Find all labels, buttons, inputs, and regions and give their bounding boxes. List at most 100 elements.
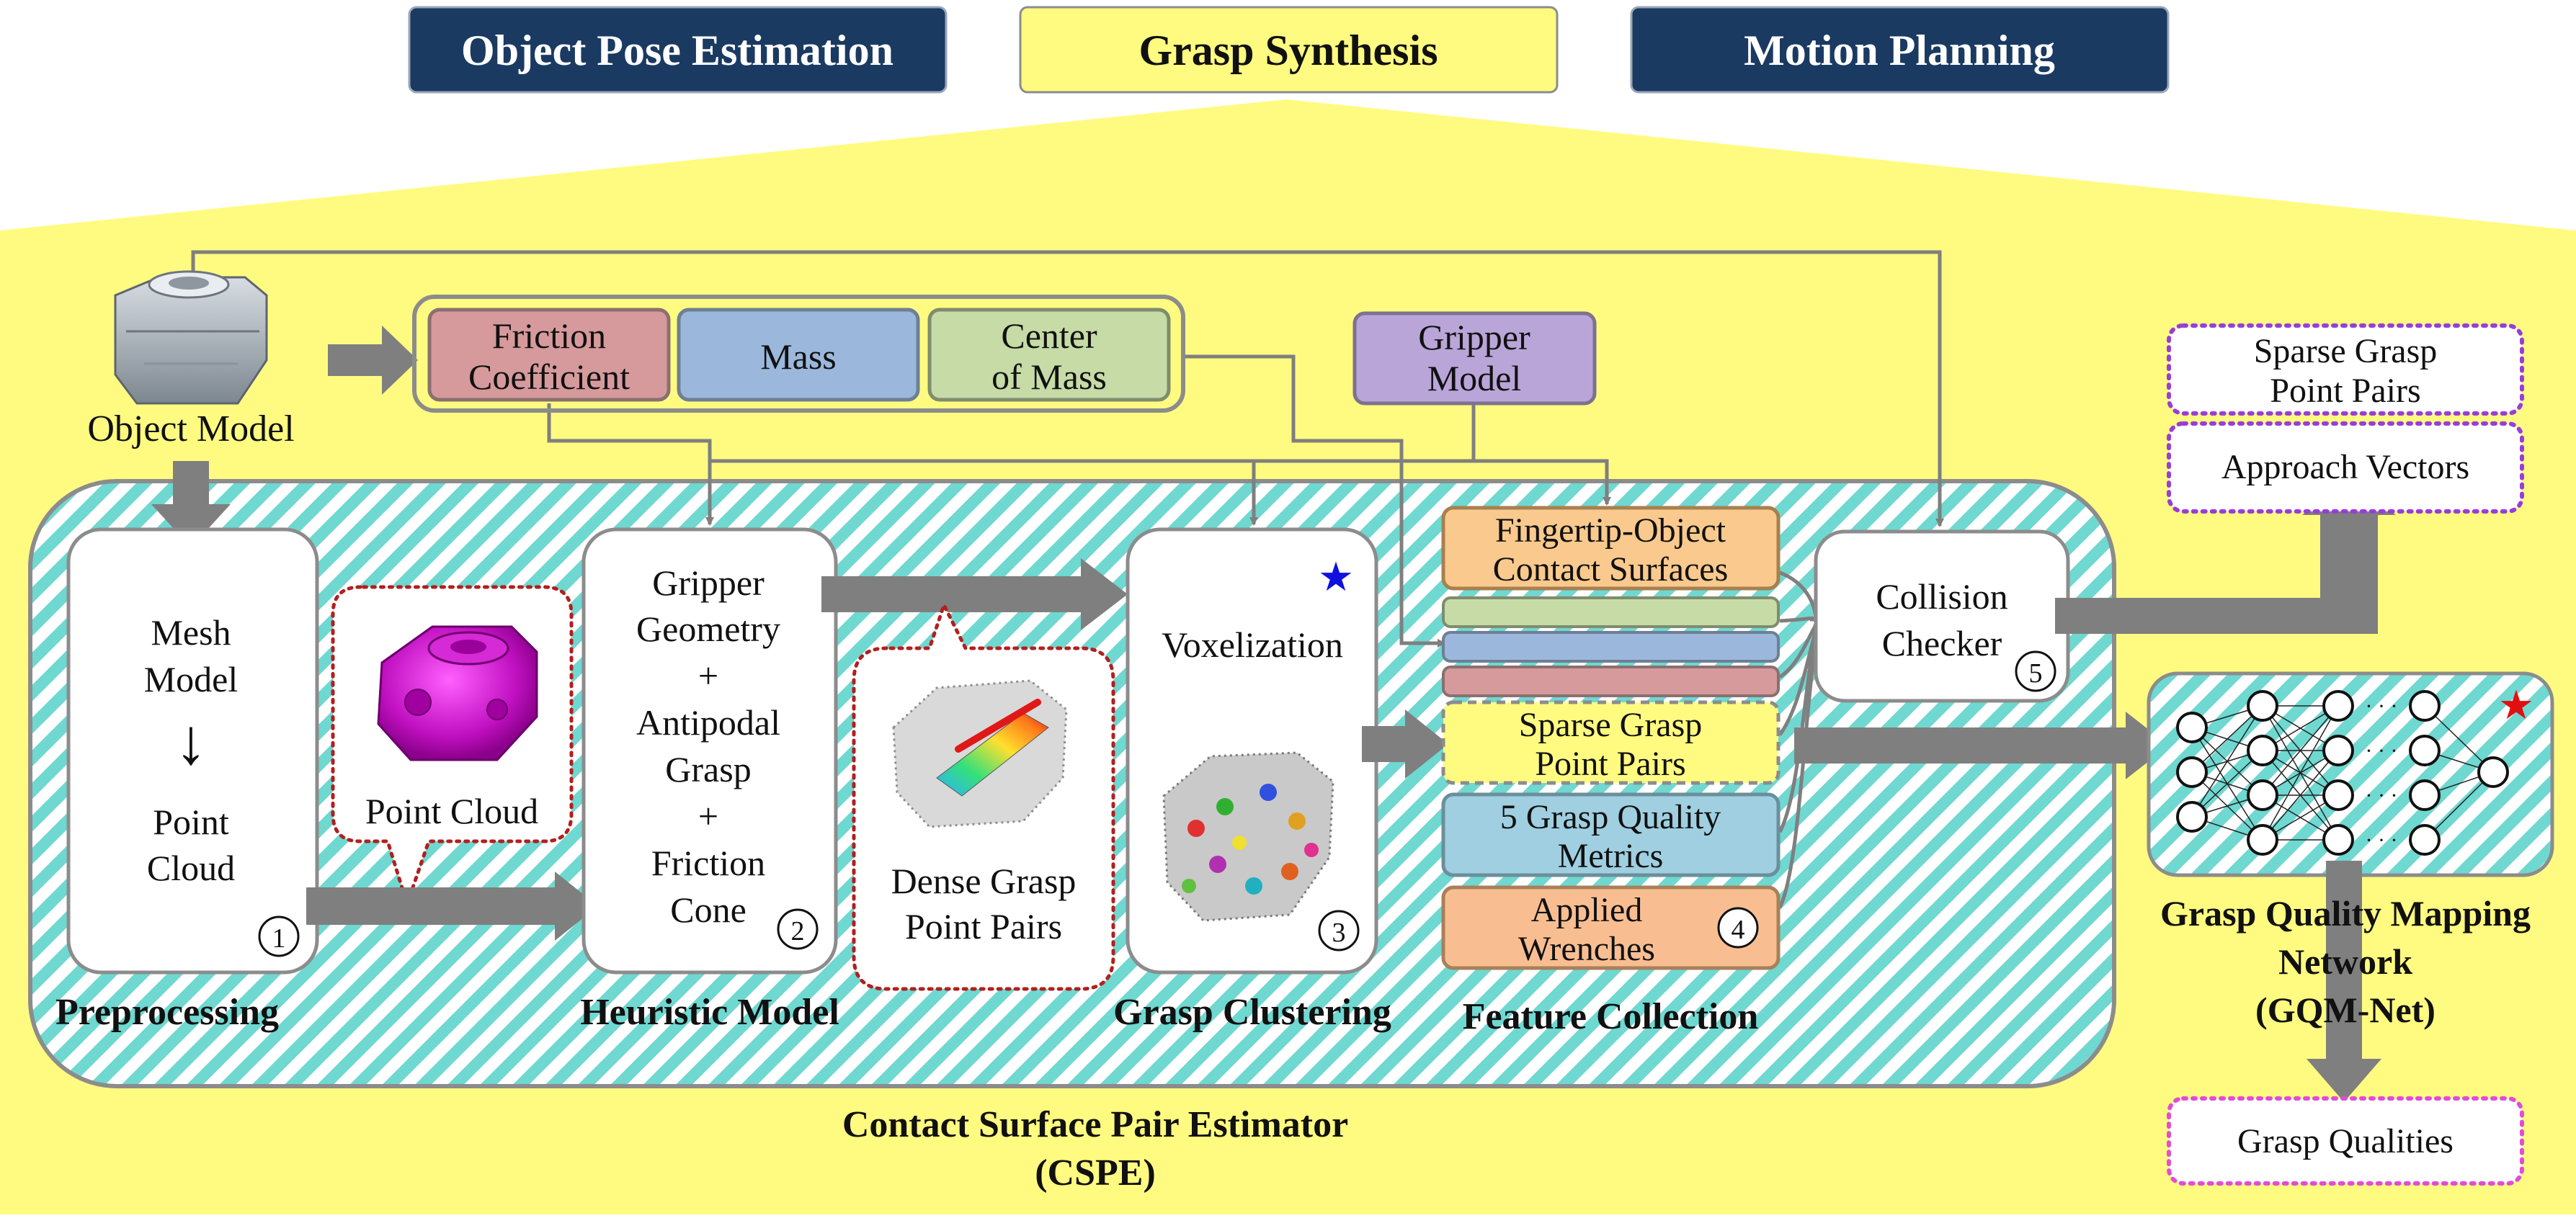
metrics-line-2: Metrics <box>1558 837 1664 875</box>
heur-line-6: Cone <box>670 890 746 930</box>
object-model-icon <box>114 270 268 405</box>
gqm-label-1: Grasp Quality Mapping <box>2160 893 2531 933</box>
voxelized-object-image <box>1162 751 1334 922</box>
stage-label-heuristic: Heuristic Model <box>580 992 839 1033</box>
friction-label-1: Friction <box>492 315 606 356</box>
feature-row-friction <box>1442 666 1780 697</box>
heuristic-model-box: Gripper Geometry + Antipodal Grasp + Fri… <box>581 527 838 975</box>
com-label-1: Center <box>1001 315 1097 356</box>
dense-line-2: Point Pairs <box>905 906 1062 946</box>
gqm-label-2: Network <box>2278 941 2412 982</box>
center-of-mass-box: Center of Mass <box>927 308 1171 402</box>
dense-line-1: Dense Grasp <box>891 861 1077 901</box>
sparse-line-2: Point Pairs <box>1535 745 1685 783</box>
gqm-star-icon: ★ <box>2498 684 2534 728</box>
ellipsis-row-3: · · · <box>2366 784 2398 807</box>
arrow-clustering-to-features <box>1362 709 1448 779</box>
point-cloud-label: Point Cloud <box>365 791 538 831</box>
network-edges <box>2191 705 2494 841</box>
mass-label: Mass <box>760 336 837 377</box>
arrow-heuristic-to-clustering <box>821 558 1128 630</box>
gripper-model-box: Gripper Model <box>1352 311 1597 406</box>
feature-row-com <box>1442 596 1780 628</box>
network-nodes <box>2176 690 2509 856</box>
tab-grasp-synthesis[interactable]: Grasp Synthesis <box>1019 6 1559 94</box>
down-arrow-icon: ↓ <box>175 707 208 778</box>
step-number-1: 1 <box>272 923 286 954</box>
heur-line-5: Friction <box>651 843 765 883</box>
arrow-gqm-to-qualities <box>2307 861 2381 1102</box>
tab-label-grasp: Grasp Synthesis <box>1138 27 1438 74</box>
heur-line-3: Antipodal <box>636 702 780 743</box>
voxelization-label: Voxelization <box>1162 624 1343 665</box>
output-sparse-line-2: Point Pairs <box>2270 372 2420 410</box>
arrow-object-to-properties <box>328 326 418 395</box>
output-sparse-pairs-box: Sparse Grasp Point Pairs <box>2167 323 2524 416</box>
output-approach-vectors-box: Approach Vectors <box>2167 421 2524 514</box>
arrow-pre-to-heuristic <box>306 872 598 941</box>
output-sparse-line-1: Sparse Grasp <box>2254 332 2438 370</box>
clustering-star-icon: ★ <box>1318 555 1354 600</box>
point-cloud-callout: Point Cloud <box>331 585 574 910</box>
object-model-label: Object Model <box>87 408 294 449</box>
cspe-label-2: (CSPE) <box>1035 1152 1156 1194</box>
collision-line-1: Collision <box>1876 576 2007 617</box>
collision-line-2: Checker <box>1882 623 2002 663</box>
gripper-label-1: Gripper <box>1418 317 1530 357</box>
properties-group <box>412 295 1185 413</box>
clustering-box: ★ Voxelization 3 <box>1126 527 1378 975</box>
sparse-line-1: Sparse Grasp <box>1519 706 1703 744</box>
step-badge-2 <box>777 908 819 950</box>
heur-line-1: Gripper <box>652 563 765 603</box>
mass-box: Mass <box>677 308 920 402</box>
pre-line-2: Model <box>144 659 239 699</box>
tab-label-pose: Object Pose Estimation <box>461 27 893 74</box>
step-number-4: 4 <box>1732 915 1745 945</box>
tab-label-motion: Motion Planning <box>1744 27 2055 74</box>
stage-label-features: Feature Collection <box>1463 996 1759 1037</box>
step-badge-5 <box>2015 650 2056 692</box>
step-badge-1 <box>258 915 300 957</box>
contact-line-2: Contact Surfaces <box>1493 550 1729 588</box>
heur-line-2: Geometry <box>636 609 780 649</box>
gqm-label-3: (GQM-Net) <box>2255 990 2435 1030</box>
preprocessing-box: Mesh Model ↓ Point Cloud 1 <box>66 527 319 975</box>
tab-motion-planning[interactable]: Motion Planning <box>1630 6 2170 94</box>
friction-coefficient-box: Friction Coefficient <box>427 308 671 402</box>
grasp-quality-metrics-box: 5 Grasp Quality Metrics <box>1441 792 1781 877</box>
arrow-features-to-gqm <box>1794 712 2169 779</box>
sparse-grasp-pairs-box: Sparse Grasp Point Pairs <box>1441 700 1781 785</box>
stage-label-clustering: Grasp Clustering <box>1113 992 1391 1033</box>
ellipsis-row-4: · · · <box>2366 828 2398 852</box>
feature-collection: Fingertip-Object Contact Surfaces Sparse… <box>1441 506 1781 970</box>
heur-plus-1: + <box>698 655 718 696</box>
magenta-point-cloud-image <box>377 625 538 761</box>
output-approach-label: Approach Vectors <box>2221 448 2469 486</box>
heur-line-4: Grasp <box>665 749 751 789</box>
pre-line-3: Point <box>153 802 229 842</box>
ellipsis-row-1: · · · <box>2366 694 2398 718</box>
stage-label-preprocessing: Preprocessing <box>55 992 279 1033</box>
gqm-net-box: · · · · · · · · · · · · ★ <box>2147 671 2554 877</box>
gripper-label-2: Model <box>1427 358 1522 398</box>
step-number-3: 3 <box>1332 918 1346 948</box>
tab-object-pose-estimation[interactable]: Object Pose Estimation <box>408 6 948 94</box>
contact-line-1: Fingertip-Object <box>1495 511 1726 550</box>
dense-grasp-image <box>892 679 1068 828</box>
contact-surfaces-box: Fingertip-Object Contact Surfaces <box>1441 506 1781 591</box>
collision-checker-box: Collision Checker 5 <box>1814 529 2070 703</box>
wrench-line-1: Applied <box>1531 891 1643 929</box>
step-badge-4 <box>1717 907 1759 949</box>
applied-wrenches-box: Applied Wrenches 4 <box>1441 885 1781 970</box>
com-label-2: of Mass <box>991 357 1107 397</box>
ellipsis-row-2: · · · <box>2366 739 2398 763</box>
feature-row-mass <box>1442 631 1780 663</box>
metrics-line-1: 5 Grasp Quality <box>1500 798 1721 836</box>
step-number-2: 2 <box>791 916 805 946</box>
dense-grasp-callout: Dense Grasp Point Pairs <box>852 600 1115 991</box>
step-badge-3 <box>1318 910 1360 951</box>
cspe-label-1: Contact Surface Pair Estimator <box>842 1104 1348 1145</box>
heur-plus-2: + <box>698 796 718 836</box>
